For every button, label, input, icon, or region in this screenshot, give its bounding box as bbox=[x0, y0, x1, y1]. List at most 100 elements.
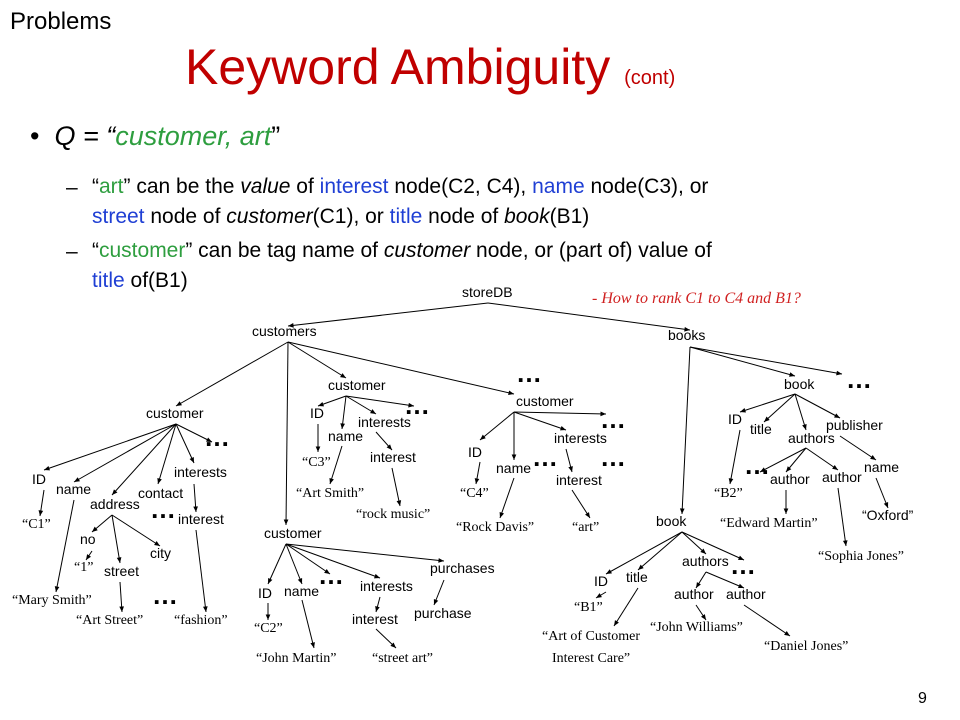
bullet1-run: customer bbox=[226, 205, 313, 228]
edge-arrowhead bbox=[297, 578, 303, 584]
value-edward-martin: “Edward Martin” bbox=[720, 516, 818, 531]
node-author: author bbox=[822, 469, 862, 485]
edge-arrowhead bbox=[154, 541, 160, 546]
edge-arrowhead bbox=[206, 437, 212, 442]
ellipsis-icon: … bbox=[318, 560, 344, 590]
node-interests: interests bbox=[174, 464, 227, 480]
bullet2-run: customer bbox=[99, 239, 186, 262]
tree-edge bbox=[73, 423, 177, 483]
bullet1-dash: – bbox=[66, 176, 78, 199]
tree-edge bbox=[111, 514, 121, 564]
edge-arrowhead bbox=[842, 540, 848, 546]
value-mary-smith: “Mary Smith” bbox=[12, 593, 92, 608]
node-customer-c2: customer bbox=[264, 525, 322, 541]
value-art-smith: “Art Smith” bbox=[296, 486, 364, 501]
node-name: name bbox=[284, 583, 319, 599]
value-c3: “C3” bbox=[302, 455, 331, 470]
bullet1-run: name bbox=[532, 175, 585, 198]
edge-arrowhead bbox=[783, 508, 789, 514]
value-sophia-jones: “Sophia Jones” bbox=[818, 549, 904, 564]
page-title: Keyword Ambiguity (cont) bbox=[185, 38, 675, 96]
tree-edge bbox=[287, 341, 347, 379]
edge-arrowhead bbox=[74, 477, 80, 482]
node-id: ID bbox=[258, 585, 272, 601]
bullet1-run: art bbox=[99, 175, 124, 198]
edge-arrowhead bbox=[375, 606, 380, 612]
value-b2: “B2” bbox=[714, 486, 743, 501]
bullet1-run: title bbox=[389, 205, 423, 228]
tree-edge bbox=[613, 587, 639, 627]
tree-edge bbox=[794, 393, 841, 419]
edge-arrowhead bbox=[836, 370, 842, 376]
node-name: name bbox=[496, 460, 531, 476]
tree-edge bbox=[479, 411, 515, 441]
tree-edge bbox=[285, 543, 331, 575]
node-customer-c3: customer bbox=[328, 377, 386, 393]
edge-arrowhead bbox=[390, 642, 396, 648]
tree-edge bbox=[729, 429, 741, 485]
edge-arrowhead bbox=[738, 583, 744, 589]
node-purchase: purchase bbox=[414, 605, 472, 621]
value-daniel-jones: “Daniel Jones” bbox=[764, 639, 848, 654]
edge-arrowhead bbox=[324, 568, 330, 574]
edge-arrowhead bbox=[508, 390, 514, 396]
edge-arrowhead bbox=[283, 519, 289, 525]
ellipsis-icon: … bbox=[600, 404, 626, 434]
edge-arrowhead bbox=[700, 548, 706, 554]
node-book-b1: book bbox=[656, 513, 687, 529]
node-publisher: publisher bbox=[826, 417, 883, 433]
tree-edge bbox=[689, 346, 796, 377]
value-john-martin: “John Martin” bbox=[256, 651, 336, 666]
tree-edge bbox=[175, 341, 289, 407]
value-c2: “C2” bbox=[254, 621, 283, 636]
edge-arrowhead bbox=[738, 555, 744, 560]
node-author: author bbox=[770, 471, 810, 487]
edge-arrowhead bbox=[596, 593, 602, 598]
query-bullet: • Q = “customer, art” bbox=[30, 121, 280, 152]
tree-edge bbox=[195, 529, 207, 613]
bullet1-run: ” can be the bbox=[123, 175, 241, 198]
value-street-art: “street art” bbox=[372, 651, 433, 666]
edge-arrowhead bbox=[92, 526, 98, 532]
bullet1-run: node of bbox=[144, 205, 227, 228]
edge-arrowhead bbox=[288, 323, 294, 328]
edge-arrowhead bbox=[802, 424, 807, 430]
edge-arrowhead bbox=[474, 478, 480, 484]
tree-edge bbox=[763, 393, 796, 423]
query-suffix: ” bbox=[271, 121, 281, 151]
ellipsis-icon: … bbox=[730, 550, 756, 580]
edge-arrowhead bbox=[38, 510, 44, 516]
node-interests: interests bbox=[360, 578, 413, 594]
node-storeDB: storeDB bbox=[462, 284, 513, 300]
edge-arrowhead bbox=[679, 508, 685, 514]
bullet1-run: (C1), or bbox=[312, 205, 390, 228]
edge-arrowhead bbox=[700, 614, 706, 620]
edge-arrowhead bbox=[116, 557, 122, 563]
tree-edge bbox=[743, 604, 791, 637]
edge-arrowhead bbox=[157, 478, 162, 484]
bullet2-dash: – bbox=[66, 240, 78, 263]
edge-arrowhead bbox=[86, 554, 92, 560]
ellipsis-icon: … bbox=[846, 364, 872, 394]
tree-edge bbox=[605, 531, 683, 575]
node-name: name bbox=[864, 459, 899, 475]
ellipsis-icon: … bbox=[152, 580, 178, 610]
bullet1-run: node(C2, C4), bbox=[388, 175, 533, 198]
edge-arrowhead bbox=[638, 564, 644, 570]
tree-edge bbox=[571, 489, 591, 519]
node-interests: interests bbox=[554, 430, 607, 446]
tree-edge bbox=[794, 393, 807, 431]
tree-edge bbox=[837, 487, 847, 547]
edge-arrowhead bbox=[606, 569, 612, 574]
node-id: ID bbox=[32, 471, 46, 487]
tree-edge bbox=[681, 531, 745, 561]
edge-arrowhead bbox=[614, 620, 619, 626]
title-main: Keyword Ambiguity bbox=[185, 39, 611, 95]
tree-edge bbox=[805, 447, 839, 471]
bullet1-line1: “art” can be the value of interest node(… bbox=[92, 172, 708, 202]
page-number: 9 bbox=[918, 690, 927, 707]
bullet-dot: • bbox=[30, 121, 40, 151]
bullet1-run: node of bbox=[422, 205, 505, 228]
query-keywords: customer, art bbox=[115, 121, 272, 151]
